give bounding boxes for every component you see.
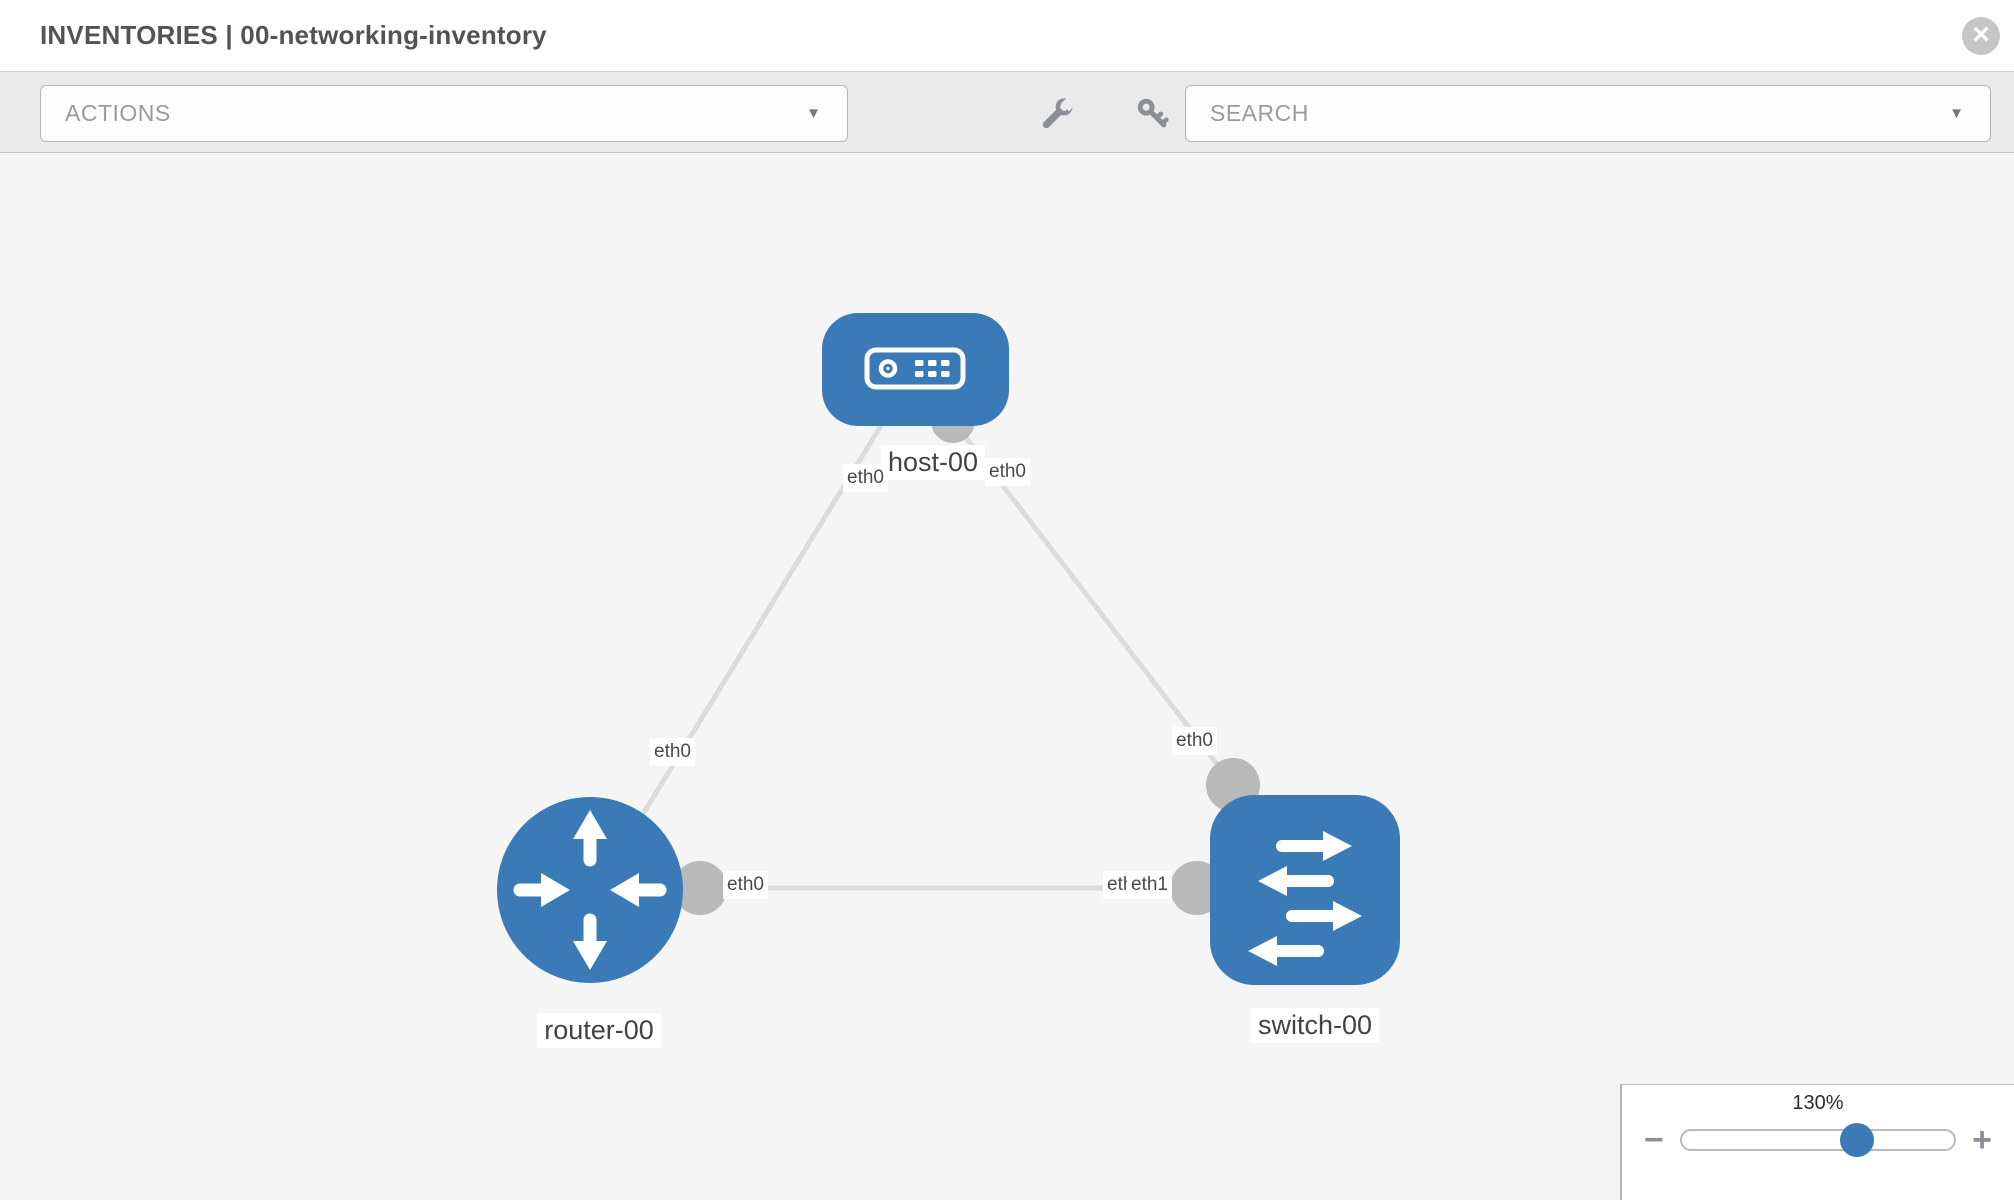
close-icon[interactable]: × xyxy=(1962,17,2000,55)
actions-dropdown[interactable]: ACTIONS ▼ xyxy=(40,85,848,142)
node-label-router-00: router-00 xyxy=(537,1013,661,1048)
zoom-in-button[interactable]: + xyxy=(1972,1121,1992,1159)
chevron-down-icon: ▼ xyxy=(806,104,821,122)
topology-canvas[interactable]: host-00 router-00 switch-00 eth0 eth0 et… xyxy=(0,154,2014,1200)
zoom-slider-track[interactable] xyxy=(1679,1123,1957,1157)
zoom-control-panel: 130% − + xyxy=(1620,1084,2014,1200)
node-label-switch-00: switch-00 xyxy=(1250,1008,1380,1043)
edges-group xyxy=(637,417,1235,891)
zoom-slider-thumb[interactable] xyxy=(1840,1123,1875,1157)
node-label-host-00: host-00 xyxy=(880,445,986,480)
search-input-placeholder: SEARCH xyxy=(1210,100,1309,126)
interface-dot-router-eth0[interactable] xyxy=(673,861,727,915)
interface-label-router-eth0-uplink: eth0 xyxy=(650,738,695,766)
toolbar: ACTIONS ▼ SEARCH ▼ xyxy=(0,72,2014,153)
node-switch-00[interactable] xyxy=(1210,795,1400,985)
chevron-down-icon: ▼ xyxy=(1949,104,1964,122)
router-arrows-icon xyxy=(513,810,667,970)
node-host-00[interactable] xyxy=(822,313,1009,426)
interface-label-router-eth0: eth0 xyxy=(723,871,768,899)
node-router-00[interactable] xyxy=(497,797,683,983)
switch-arrows-icon xyxy=(1248,831,1362,966)
interface-label-switch-eth1-overlapped: eth0 xyxy=(1103,871,1127,899)
key-icon[interactable] xyxy=(1136,97,1170,131)
zoom-out-button[interactable]: − xyxy=(1644,1121,1664,1159)
interface-label-host-eth0-right: eth0 xyxy=(985,458,1030,486)
host-device-icon xyxy=(864,347,966,390)
interface-label-switch-eth0: eth0 xyxy=(1172,727,1217,755)
toolbar-icon-group xyxy=(1040,85,1170,142)
interface-label-switch-eth1: eth1 xyxy=(1127,871,1172,899)
actions-dropdown-label: ACTIONS xyxy=(65,100,171,126)
wrench-icon[interactable] xyxy=(1040,96,1074,131)
breadcrumb-header: INVENTORIES | 00-networking-inventory × xyxy=(0,0,2014,72)
zoom-level-readout: 130% xyxy=(1792,1092,1844,1114)
page-title: INVENTORIES | 00-networking-inventory xyxy=(40,20,547,50)
interface-label-host-eth0-left: eth0 xyxy=(843,464,888,492)
search-dropdown[interactable]: SEARCH ▼ xyxy=(1185,85,1991,142)
